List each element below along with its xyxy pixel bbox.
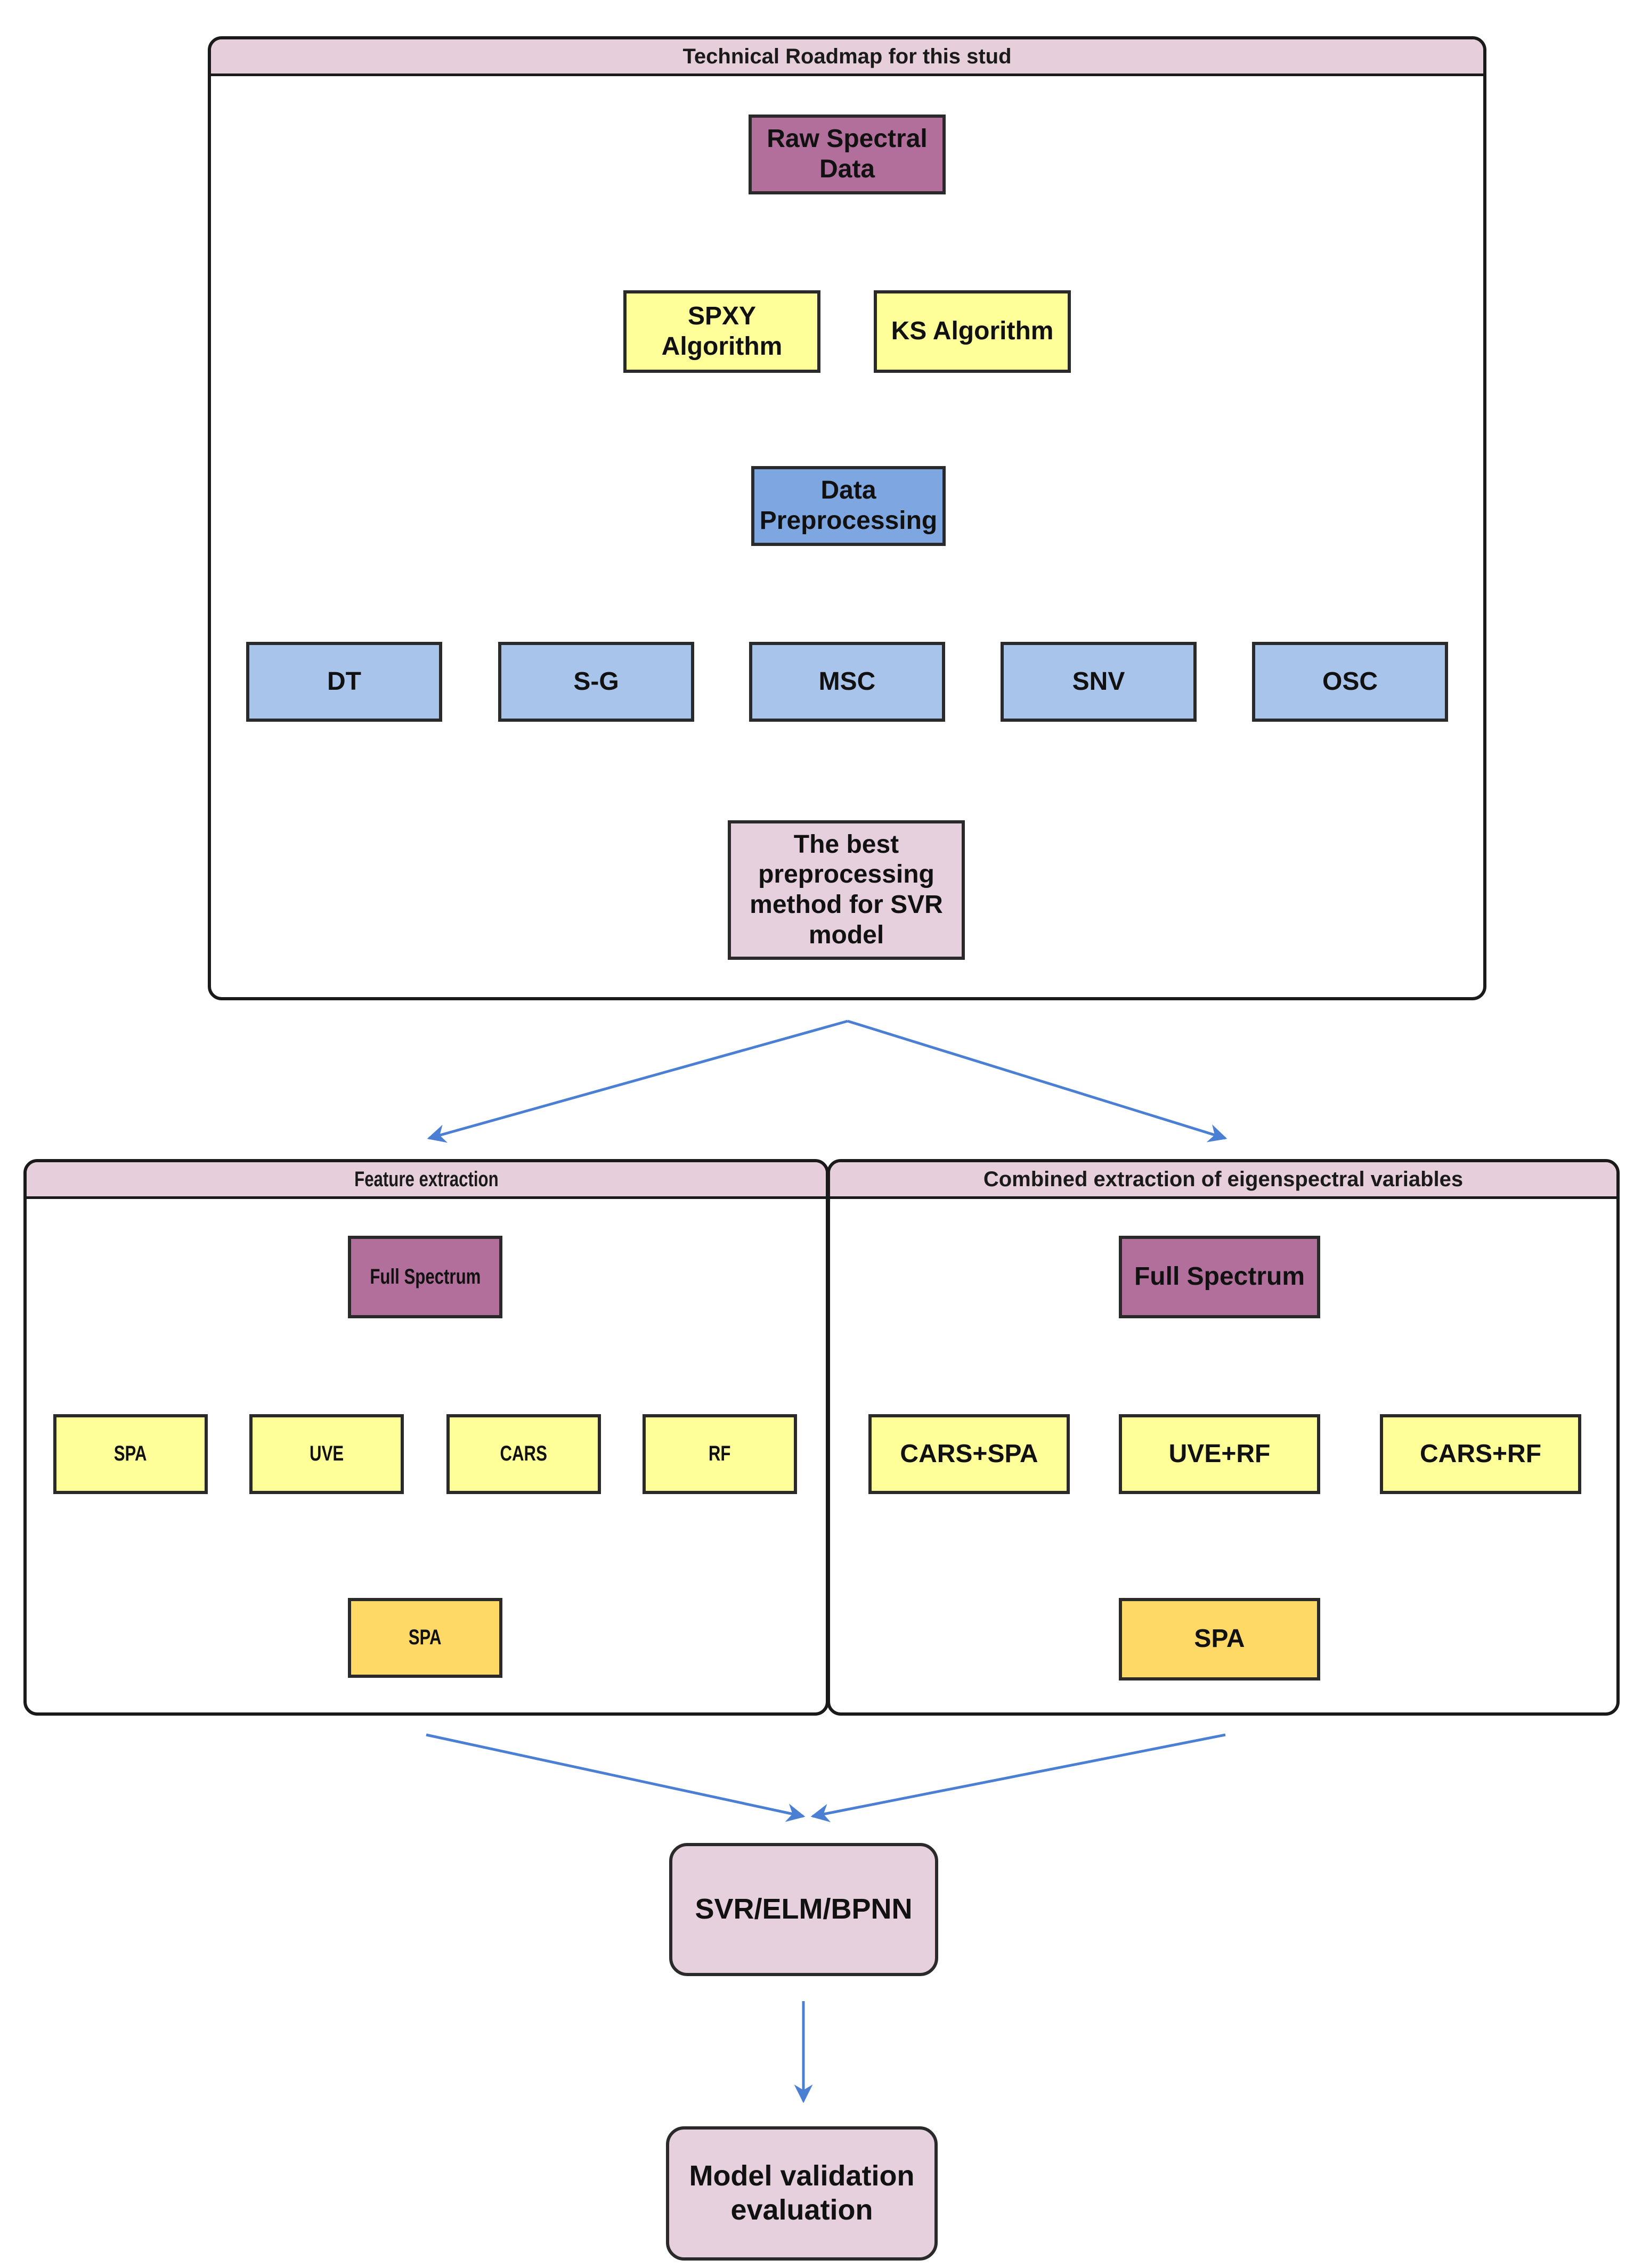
raw-spectral-data-node: Raw Spectral Data bbox=[749, 115, 946, 194]
fe-method-spa-label: SPA bbox=[114, 1442, 147, 1466]
ce-method-cars-spa: CARS+SPA bbox=[868, 1414, 1070, 1494]
flow-roadmap-to-combined bbox=[847, 1019, 1228, 1143]
fe-method-cars: CARS bbox=[446, 1414, 601, 1494]
full-spectrum-node-left: Full Spectrum bbox=[348, 1236, 502, 1318]
fe-method-uve-label: UVE bbox=[309, 1442, 344, 1466]
flow-feature-to-models bbox=[426, 1733, 806, 1822]
method-node-sg: S-G bbox=[498, 642, 694, 722]
fe-spa-secondary-node: SPA bbox=[348, 1598, 502, 1678]
fe-method-uve: UVE bbox=[249, 1414, 404, 1494]
ce-spa-secondary-node: SPA bbox=[1119, 1598, 1320, 1680]
fe-method-rf-label: RF bbox=[709, 1442, 731, 1466]
ce-method-cars-rf: CARS+RF bbox=[1380, 1414, 1581, 1494]
spxy-algorithm-node: SPXY Algorithm bbox=[623, 290, 820, 373]
flow-combined-to-models bbox=[810, 1733, 1226, 1823]
feature-extraction-title: Feature extraction bbox=[27, 1162, 826, 1199]
full-spectrum-node-right: Full Spectrum bbox=[1119, 1236, 1320, 1318]
method-node-msc: MSC bbox=[749, 642, 945, 722]
fe-spa-secondary-label: SPA bbox=[409, 1626, 442, 1650]
feature-extraction-title-text: Feature extraction bbox=[354, 1167, 499, 1191]
best-preprocessing-node: The best preprocessing method for SVR mo… bbox=[728, 820, 965, 960]
full-spectrum-label-left: Full Spectrum bbox=[369, 1264, 481, 1288]
flow-roadmap-to-feature bbox=[427, 1019, 848, 1143]
ks-algorithm-node: KS Algorithm bbox=[874, 290, 1071, 373]
combined-extraction-title: Combined extraction of eigenspectral var… bbox=[830, 1162, 1616, 1199]
method-node-osc: OSC bbox=[1252, 642, 1448, 722]
ce-method-uve-rf: UVE+RF bbox=[1119, 1414, 1320, 1494]
roadmap-title: Technical Roadmap for this stud bbox=[211, 39, 1483, 76]
data-preprocessing-node: Data Preprocessing bbox=[751, 466, 946, 546]
fe-method-spa: SPA bbox=[53, 1414, 208, 1494]
validation-node: Model validation evaluation bbox=[666, 2126, 938, 2261]
fe-method-cars-label: CARS bbox=[500, 1442, 548, 1466]
models-node: SVR/ELM/BPNN bbox=[669, 1843, 938, 1976]
fe-method-rf: RF bbox=[643, 1414, 797, 1494]
method-node-snv: SNV bbox=[1001, 642, 1197, 722]
method-node-dt: DT bbox=[246, 642, 442, 722]
